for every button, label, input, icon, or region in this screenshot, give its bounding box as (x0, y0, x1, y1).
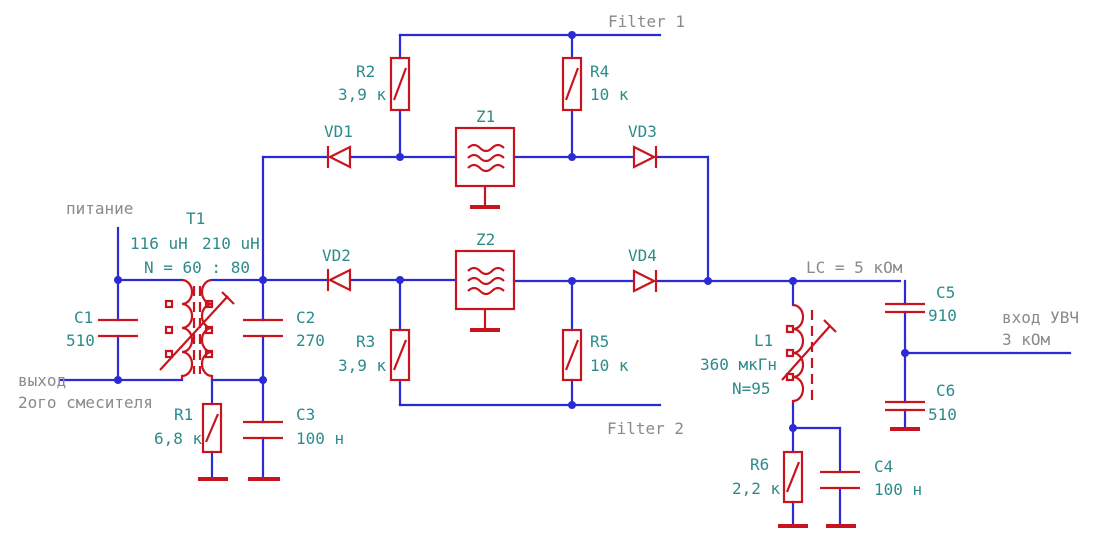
junction (704, 277, 712, 285)
label-t1-l2: 210 uH (202, 234, 260, 253)
label-t1-ref: T1 (186, 209, 205, 228)
junction (568, 277, 576, 285)
net-label-rf-input-line1: вход УВЧ (1002, 308, 1079, 327)
label-r6-value: 2,2 к (732, 479, 781, 498)
junction (259, 376, 267, 384)
label-c5-ref: C5 (936, 283, 955, 302)
resistor-r2 (389, 56, 411, 112)
label-r2-value: 3,9 к (338, 85, 387, 104)
label-l1-value: 360 мкГн (700, 355, 777, 374)
label-r4-ref: R4 (590, 62, 609, 81)
capacitor-c5 (885, 302, 925, 314)
ground-symbols (198, 427, 920, 528)
label-c4-value: 100 н (874, 480, 922, 499)
label-vd2-ref: VD2 (322, 246, 351, 265)
diode-vd2 (326, 268, 352, 292)
resistor-r4 (561, 56, 583, 112)
transformer-t1 (159, 278, 235, 380)
label-c1-value: 510 (66, 331, 95, 350)
junction (114, 376, 122, 384)
junction (114, 276, 122, 284)
inductor-l1 (781, 303, 837, 403)
label-r3-value: 3,9 к (338, 356, 387, 375)
label-vd3-ref: VD3 (628, 122, 657, 141)
label-c6-ref: C6 (936, 381, 955, 400)
label-z2-ref: Z2 (476, 230, 495, 249)
junction (568, 401, 576, 409)
junction (396, 153, 404, 161)
capacitor-c3 (243, 420, 283, 440)
diode-vd1 (326, 145, 352, 169)
net-label-filter2: Filter 2 (607, 419, 684, 438)
junction (568, 31, 576, 39)
label-c1-ref: C1 (74, 308, 93, 327)
label-r6-ref: R6 (750, 455, 769, 474)
junction (789, 277, 797, 285)
label-r1-value: 6,8 к (154, 429, 203, 448)
label-vd1-ref: VD1 (324, 122, 353, 141)
filter-z2 (454, 249, 516, 332)
label-c4-ref: C4 (874, 457, 893, 476)
resistor-r5 (561, 328, 583, 382)
capacitor-c2 (243, 318, 283, 338)
label-r3-ref: R3 (356, 332, 375, 351)
net-label-filter1: Filter 1 (608, 12, 685, 31)
junction (568, 153, 576, 161)
label-vd4-ref: VD4 (628, 246, 657, 265)
capacitor-c6 (885, 400, 925, 412)
diode-vd3 (632, 145, 658, 169)
label-c2-value: 270 (296, 331, 325, 350)
junction-dots (114, 31, 909, 432)
net-label-mixer-output-line2: 2ого смесителя (18, 393, 153, 412)
label-c3-ref: C3 (296, 405, 315, 424)
junction (396, 276, 404, 284)
resistor-r3 (389, 328, 411, 382)
filter-z1 (454, 126, 516, 209)
diode-vd4 (632, 269, 658, 293)
label-z1-ref: Z1 (476, 107, 495, 126)
capacitor-c4 (820, 470, 860, 490)
junction (259, 276, 267, 284)
junction (901, 349, 909, 357)
label-c2-ref: C2 (296, 308, 315, 327)
net-label-mixer-output-line1: выход (18, 371, 66, 390)
label-l1-ref: L1 (754, 331, 773, 350)
net-label-rf-input-line2: 3 кОм (1002, 330, 1051, 349)
resistor-r6 (782, 450, 804, 504)
resistor-r1 (201, 402, 223, 454)
label-r4-value: 10 к (590, 85, 629, 104)
label-r5-ref: R5 (590, 332, 609, 351)
label-t1-ratio: N = 60 : 80 (144, 258, 250, 277)
capacitor-c1 (98, 318, 138, 338)
net-label-lc-impedance: LC = 5 кОм (806, 258, 903, 277)
label-c5-value: 910 (928, 306, 957, 325)
label-c3-value: 100 н (296, 429, 344, 448)
wires (58, 33, 1072, 527)
label-r2-ref: R2 (356, 62, 375, 81)
label-l1-turns: N=95 (732, 379, 771, 398)
label-r1-ref: R1 (174, 405, 193, 424)
junction (789, 424, 797, 432)
label-t1-l1: 116 uH (130, 234, 188, 253)
net-label-power: питание (66, 199, 133, 218)
label-c6-value: 510 (928, 405, 957, 424)
label-r5-value: 10 к (590, 356, 629, 375)
